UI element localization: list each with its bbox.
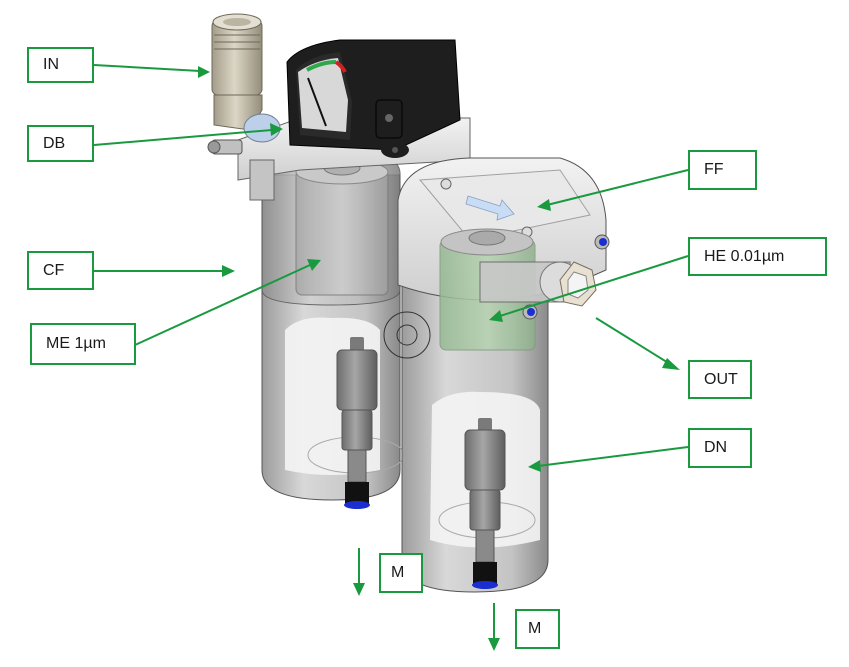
- label-out: OUT: [688, 360, 752, 399]
- label-ff-text: FF: [704, 161, 724, 178]
- label-in: IN: [27, 47, 94, 83]
- label-dn: DN: [688, 428, 752, 468]
- label-me: ME 1µm: [30, 323, 136, 365]
- leader-me: [134, 259, 321, 346]
- leader-db: [93, 123, 283, 146]
- label-cf-text: CF: [43, 261, 65, 279]
- leader-ff: [537, 169, 689, 211]
- label-m2: M: [515, 609, 560, 649]
- leader-lines: [93, 64, 689, 651]
- label-me-text: ME 1µm: [46, 335, 106, 352]
- label-m1-text: M: [391, 564, 405, 581]
- leader-in: [93, 64, 210, 78]
- right-drain-valve: [464, 418, 506, 589]
- label-db-text: DB: [43, 134, 66, 152]
- right-filter-housing: [383, 157, 610, 593]
- leader-out: [595, 317, 680, 370]
- label-cf: CF: [27, 251, 94, 290]
- label-db: DB: [27, 125, 94, 162]
- leader-dn: [528, 446, 689, 472]
- leader-cf: [94, 265, 235, 277]
- me-filter-element: [295, 159, 389, 296]
- label-in-text: IN: [43, 56, 59, 73]
- differential-pressure-gauge: [286, 39, 461, 158]
- label-m1: M: [379, 553, 423, 593]
- arrow-m1: [353, 548, 365, 596]
- label-out-text: OUT: [704, 370, 738, 388]
- label-m2-text: M: [528, 620, 542, 637]
- flow-direction-arrow: [465, 195, 515, 221]
- label-he-text: HE 0.01µm: [704, 247, 785, 265]
- inlet-fitting: [211, 13, 281, 143]
- left-drain-valve: [336, 337, 378, 509]
- left-filter-housing: [261, 147, 405, 509]
- label-dn-text: DN: [704, 439, 728, 456]
- leader-he: [489, 255, 689, 322]
- label-ff: FF: [688, 150, 757, 190]
- label-he: HE 0.01µm: [688, 237, 827, 276]
- arrow-m2: [488, 603, 500, 651]
